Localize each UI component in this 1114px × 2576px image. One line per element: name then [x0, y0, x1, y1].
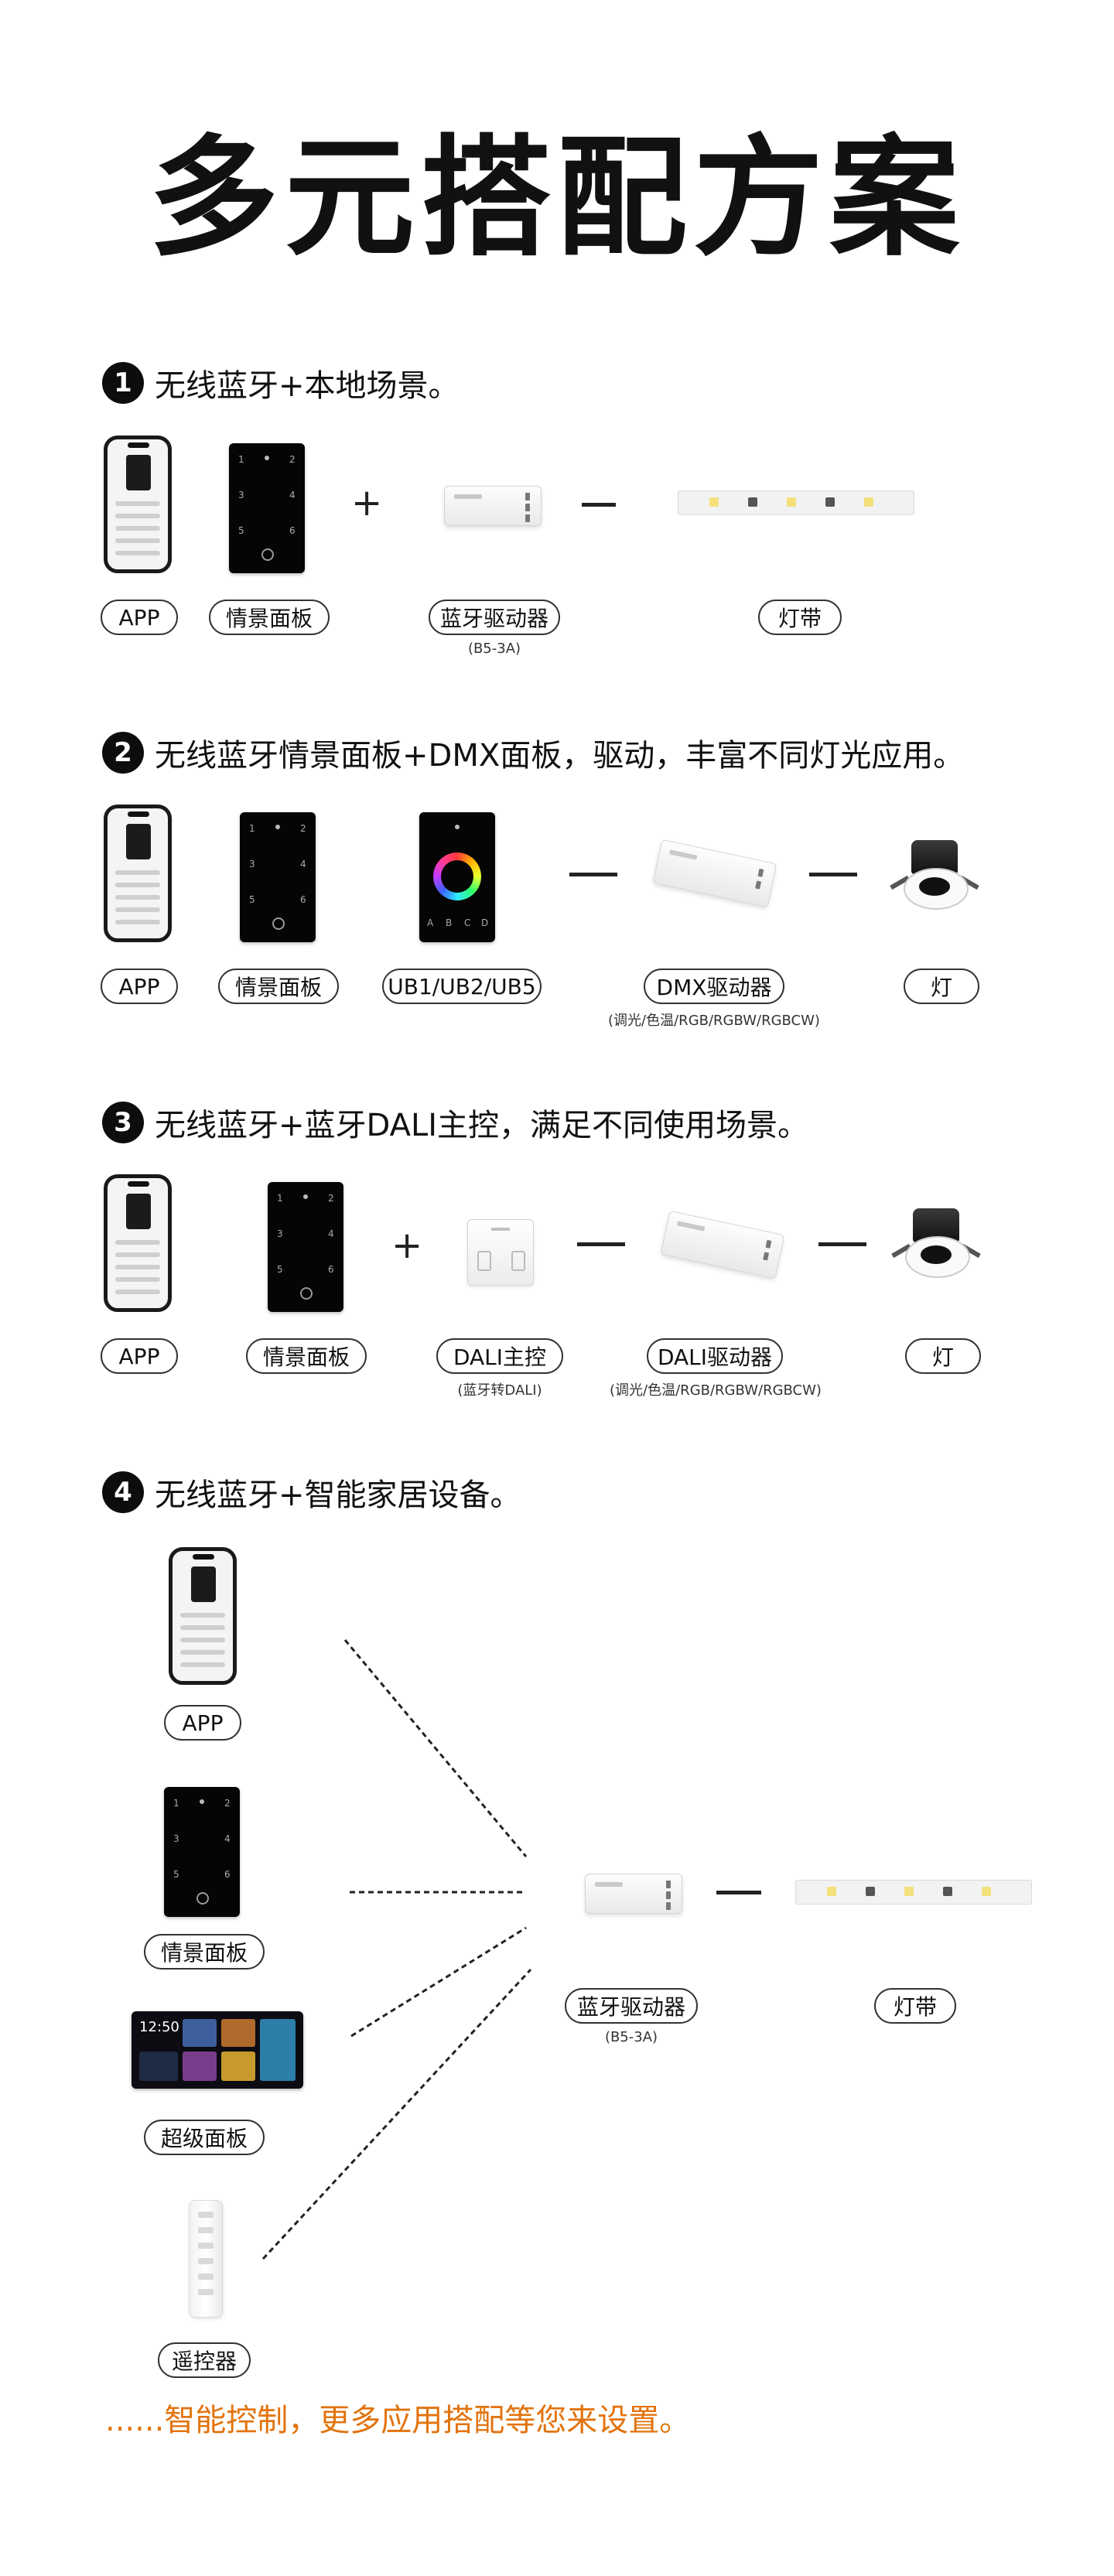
footer-note: ......智能控制，更多应用搭配等您来设置。 [105, 2403, 691, 2438]
super-panel-icon: 12:50 [132, 2011, 303, 2089]
phone-app-icon [104, 1174, 172, 1312]
label-app: APP [101, 600, 178, 635]
section-4-title: 无线蓝牙+智能家居设备。 [155, 1478, 521, 1513]
plus-operator: + [351, 481, 383, 524]
label-scene-panel: 情景面板 [144, 1934, 265, 1970]
label-scene-panel: 情景面板 [218, 969, 339, 1004]
section-4-number: 4 [102, 1471, 144, 1513]
sublabel-dali-master: (蓝牙转DALI) [457, 1382, 542, 1399]
downlight-icon [891, 1208, 981, 1283]
label-dmx-driver: DMX驱动器 [644, 969, 784, 1004]
label-light: 灯 [905, 1338, 981, 1374]
section-3-number: 3 [102, 1102, 144, 1143]
label-light-strip: 灯带 [758, 600, 842, 635]
section-3-title: 无线蓝牙+蓝牙DALI主控，满足不同使用场景。 [155, 1108, 809, 1143]
section-1-number: 1 [102, 362, 144, 404]
connector-dash [818, 1242, 866, 1246]
led-strip-icon [678, 490, 914, 515]
phone-app-icon [104, 805, 172, 942]
section-1-heading: 1 无线蓝牙+本地场景。 [102, 360, 460, 405]
phone-app-icon [104, 436, 172, 573]
bluetooth-driver-icon [585, 1874, 682, 1914]
label-dmx-panel: UB1/UB2/UB5 [382, 969, 542, 1004]
label-app: APP [101, 1338, 178, 1374]
section-2-heading: 2 无线蓝牙情景面板+DMX面板，驱动，丰富不同灯光应用。 [102, 730, 964, 775]
label-scene-panel: 情景面板 [246, 1338, 367, 1374]
section-4-heading: 4 无线蓝牙+智能家居设备。 [102, 1470, 521, 1515]
label-light-strip: 灯带 [874, 1988, 956, 2024]
connector-dash [569, 873, 617, 876]
phone-app-icon [169, 1547, 237, 1685]
connector-dash [582, 503, 616, 507]
sublabel-dmx-driver: (调光/色温/RGB/RGBW/RGBCW) [608, 1013, 820, 1029]
remote-control-icon [189, 2200, 223, 2318]
sublabel-driver-model: (B5-3A) [467, 641, 521, 657]
bluetooth-driver-icon [444, 486, 542, 526]
section-1-title: 无线蓝牙+本地场景。 [155, 368, 460, 404]
downlight-icon [890, 840, 979, 914]
led-strip-icon [795, 1880, 1032, 1905]
super-panel-clock: 12:50 [139, 2019, 179, 2035]
label-light: 灯 [904, 969, 979, 1004]
page-title: 多元搭配方案 [149, 122, 965, 274]
label-app: APP [101, 969, 178, 1004]
label-app: APP [164, 1705, 241, 1741]
label-remote: 遥控器 [158, 2342, 251, 2378]
label-dali-driver: DALI驱动器 [647, 1338, 783, 1374]
plus-operator: + [391, 1224, 423, 1267]
label-bluetooth-driver: 蓝牙驱动器 [429, 600, 560, 635]
dali-master-icon [467, 1219, 534, 1286]
sublabel-dali-driver: (调光/色温/RGB/RGBW/RGBCW) [610, 1382, 822, 1399]
section-2-number: 2 [102, 732, 144, 774]
label-scene-panel: 情景面板 [209, 600, 330, 635]
section-3-heading: 3 无线蓝牙+蓝牙DALI主控，满足不同使用场景。 [102, 1100, 808, 1145]
label-dali-master: DALI主控 [436, 1338, 563, 1374]
sublabel-driver-model: (B5-3A) [604, 2029, 658, 2045]
connector-dash [577, 1242, 625, 1246]
label-super-panel: 超级面板 [144, 2120, 265, 2155]
label-bluetooth-driver: 蓝牙驱动器 [565, 1988, 698, 2024]
section-2-title: 无线蓝牙情景面板+DMX面板，驱动，丰富不同灯光应用。 [155, 738, 965, 774]
connector-dash [809, 873, 857, 876]
connector-dash [716, 1891, 761, 1894]
